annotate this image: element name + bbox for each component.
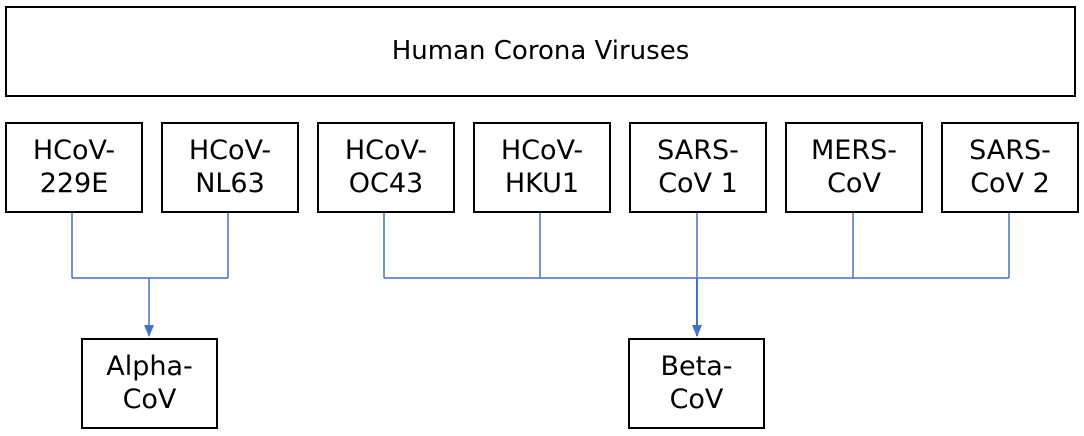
virus-label-line1: HCoV- xyxy=(344,134,428,166)
virus-label: HCoV- OC43 xyxy=(345,135,427,201)
virus-box-hcov-hku1: HCoV- HKU1 xyxy=(473,122,611,213)
virus-label: HCoV- NL63 xyxy=(189,135,271,201)
group-label-line2: CoV xyxy=(122,383,177,415)
virus-label: SARS- CoV 2 xyxy=(969,135,1051,201)
group-box-alpha-cov: Alpha- CoV xyxy=(81,338,218,429)
group-label-line1: Beta- xyxy=(660,350,733,382)
virus-label-line2: NL63 xyxy=(195,167,265,199)
virus-label-line2: CoV 2 xyxy=(970,167,1050,199)
virus-label-line2: CoV xyxy=(827,167,881,199)
virus-label-line1: HCoV- xyxy=(188,134,272,166)
virus-label-line1: MERS- xyxy=(811,134,897,166)
virus-label-line1: HCoV- xyxy=(32,134,116,166)
group-label-line2: CoV xyxy=(669,383,724,415)
virus-label: SARS- CoV 1 xyxy=(657,135,739,201)
group-label: Beta- CoV xyxy=(660,351,732,417)
group-box-beta-cov: Beta- CoV xyxy=(628,338,765,429)
virus-label-line2: OC43 xyxy=(348,167,424,199)
virus-box-hcov-oc43: HCoV- OC43 xyxy=(317,122,455,213)
virus-box-sars-cov-1: SARS- CoV 1 xyxy=(629,122,767,213)
virus-label: HCoV- 229E xyxy=(33,135,115,201)
virus-box-sars-cov-2: SARS- CoV 2 xyxy=(941,122,1079,213)
virus-label: HCoV- HKU1 xyxy=(501,135,583,201)
virus-label: MERS- CoV xyxy=(811,135,897,201)
virus-label-line1: SARS- xyxy=(969,134,1051,166)
group-label: Alpha- CoV xyxy=(106,351,193,417)
title-box: Human Corona Viruses xyxy=(5,6,1076,97)
virus-box-hcov-nl63: HCoV- NL63 xyxy=(161,122,299,213)
virus-box-mers-cov: MERS- CoV xyxy=(785,122,923,213)
virus-label-line2: 229E xyxy=(39,167,109,199)
virus-label-line1: HCoV- xyxy=(500,134,584,166)
virus-label-line2: HKU1 xyxy=(504,167,580,199)
virus-label-line1: SARS- xyxy=(657,134,739,166)
group-label-line1: Alpha- xyxy=(106,350,193,382)
virus-label-line2: CoV 1 xyxy=(658,167,738,199)
diagram-title: Human Corona Viruses xyxy=(391,35,690,66)
virus-box-hcov-229e: HCoV- 229E xyxy=(5,122,143,213)
